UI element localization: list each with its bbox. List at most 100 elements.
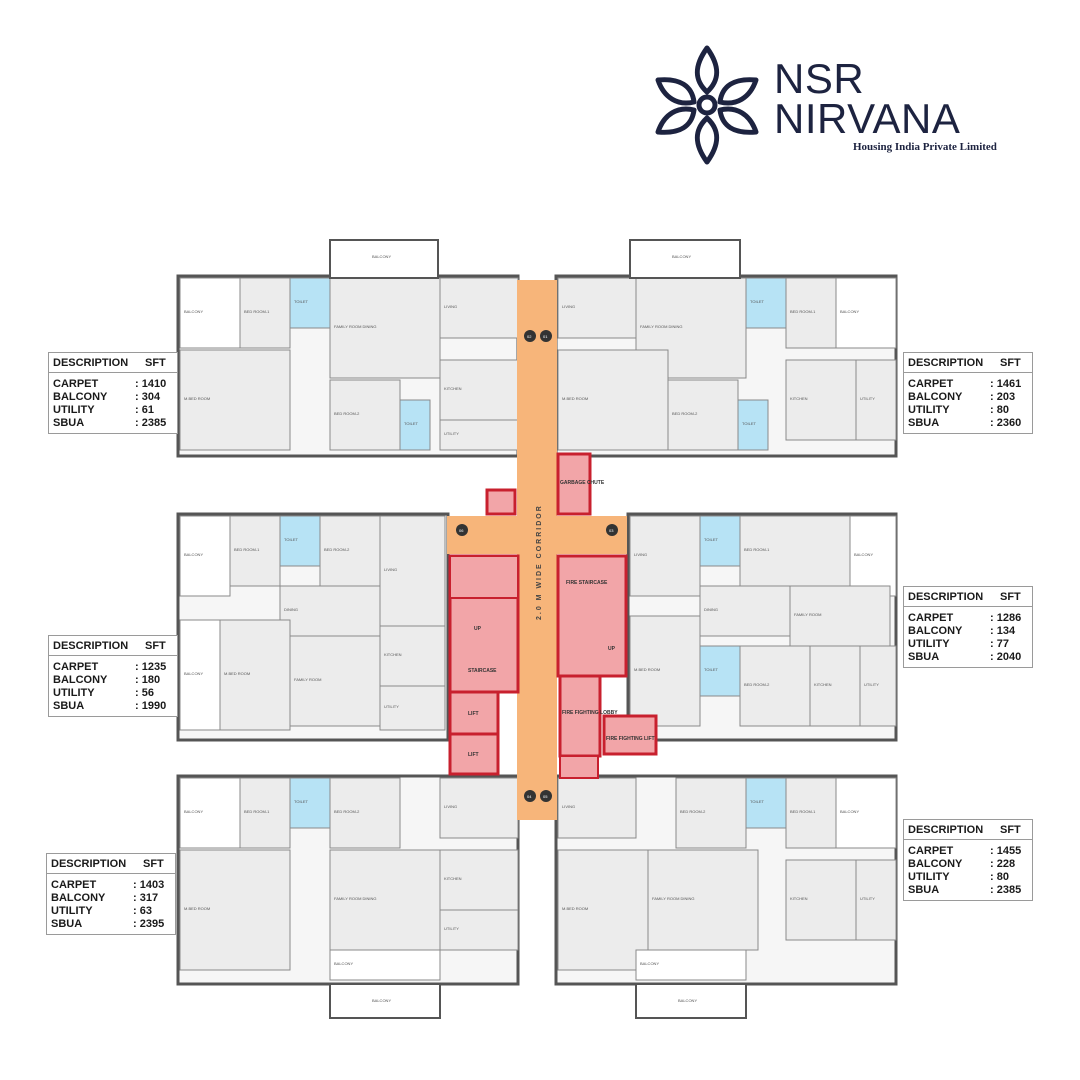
row-key: UTILITY	[908, 404, 950, 416]
room-label: BALCONY	[372, 254, 391, 259]
room-balcony	[835, 777, 897, 849]
room-label: TOILET	[704, 537, 718, 542]
room-balcony	[179, 619, 221, 731]
room-label: DINING	[284, 607, 298, 612]
row-key: SBUA	[53, 700, 85, 712]
row-key: CARPET	[908, 378, 954, 390]
room-toilet	[279, 515, 321, 567]
row-key: UTILITY	[51, 905, 93, 917]
lift-1-label: LIFT	[468, 711, 479, 717]
room-utility	[379, 685, 446, 731]
room-label: UTILITY	[444, 926, 459, 931]
room-label: M.BED ROOM	[224, 671, 250, 676]
room-mbed	[219, 619, 291, 731]
room-label: UTILITY	[860, 396, 875, 401]
room-toilet	[737, 399, 769, 451]
room-living	[379, 515, 446, 627]
fire-staircase-label: FIRE STAIRCASE	[566, 580, 608, 586]
room-bed2	[329, 777, 401, 849]
row-value: 2385	[135, 417, 173, 430]
room-label: BED ROOM-2	[324, 547, 350, 552]
room-living	[439, 277, 519, 339]
room-bed2	[739, 645, 811, 727]
table-header-sft: SFT	[1000, 823, 1021, 836]
room-label: BALCONY	[184, 309, 203, 314]
room-dining	[699, 585, 791, 637]
lift-2-label: LIFT	[468, 752, 479, 758]
row-value: 180	[135, 674, 173, 687]
fire-lobby-label: FIRE FIGHTING LOBBY	[562, 710, 618, 716]
room-label: M.BED ROOM	[562, 396, 588, 401]
fire-staircase-up-label: UP	[608, 646, 616, 652]
row-value: 2040	[990, 651, 1028, 664]
room-label: KITCHEN	[790, 396, 808, 401]
room-toilet	[745, 277, 787, 329]
room-label: TOILET	[294, 299, 308, 304]
room-bed2	[667, 379, 739, 451]
row-key: UTILITY	[908, 638, 950, 650]
row-key: UTILITY	[53, 404, 95, 416]
room-label: TOILET	[404, 421, 418, 426]
room-label: BALCONY	[334, 961, 353, 966]
table-header-sft: SFT	[145, 356, 166, 369]
table-header-sft: SFT	[145, 639, 166, 652]
room-bed2	[319, 515, 381, 587]
row-value: 1410	[135, 378, 173, 391]
row-value: 56	[135, 687, 173, 700]
room-label: M.BED ROOM	[184, 906, 210, 911]
table-header-description: DESCRIPTION	[53, 639, 129, 652]
room-label: BED ROOM-2	[680, 809, 706, 814]
flat-number: 04	[527, 794, 532, 799]
room-label: UTILITY	[444, 431, 459, 436]
room-bed2	[329, 379, 401, 451]
room-label: FAMILY ROOM	[294, 677, 321, 682]
room-label: BED ROOM-2	[334, 809, 360, 814]
room-label: BED ROOM-1	[234, 547, 260, 552]
room-balcony	[179, 515, 231, 597]
room-label: TOILET	[294, 799, 308, 804]
row-value: 2395	[133, 918, 171, 931]
row-key: BALCONY	[908, 858, 963, 870]
lotus-logo-icon	[655, 45, 759, 165]
room-label: BED ROOM-1	[744, 547, 770, 552]
row-value: 134	[990, 625, 1028, 638]
table-header-sft: SFT	[1000, 356, 1021, 369]
fire-lift-label: FIRE FIGHTING LIFT	[606, 736, 655, 742]
row-value: 304	[135, 391, 173, 404]
row-value: 1286	[990, 612, 1028, 625]
room-bed1	[785, 777, 837, 849]
room-kitchen	[439, 849, 519, 911]
room-label: TOILET	[742, 421, 756, 426]
flat-number: 02	[527, 334, 532, 339]
room-bed1	[229, 515, 281, 587]
room-kitchen	[785, 859, 857, 941]
row-key: SBUA	[53, 417, 85, 429]
room-label: FAMILY ROOM	[794, 612, 821, 617]
room-label: TOILET	[284, 537, 298, 542]
room-label: TOILET	[704, 667, 718, 672]
room-utility	[859, 645, 897, 727]
table-header-description: DESCRIPTION	[908, 356, 984, 369]
room-balcony	[635, 949, 747, 981]
room-utility	[855, 359, 897, 441]
room-balcony	[329, 949, 441, 981]
room-label: BALCONY	[672, 254, 691, 259]
corridor-label: 2.0 M WIDE CORRIDOR	[536, 504, 543, 620]
flat-number-markers: 02 01 06 03 04 05	[456, 330, 618, 802]
row-key: CARPET	[53, 661, 99, 673]
room-kitchen	[379, 625, 446, 687]
room-label: KITCHEN	[384, 652, 402, 657]
room-label: BALCONY	[372, 998, 391, 1003]
room-kitchen	[785, 359, 857, 441]
row-value: 1403	[133, 879, 171, 892]
row-value: 228	[990, 858, 1028, 871]
brand-name-line2: NIRVANA	[774, 95, 961, 142]
room-label: M.BED ROOM	[184, 396, 210, 401]
brand-logo: NSR NIRVANA Housing India Private Limite…	[648, 40, 1018, 170]
room-mbed	[179, 849, 291, 971]
room-living	[629, 515, 701, 597]
room-living	[439, 777, 519, 839]
